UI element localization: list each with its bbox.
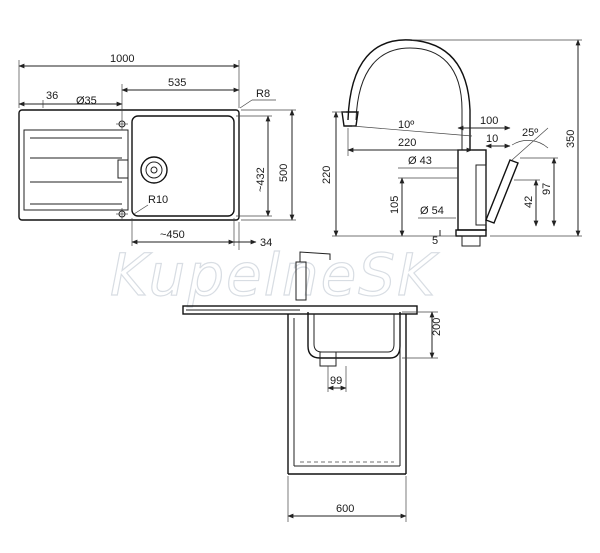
dim-34: 34 — [260, 237, 272, 249]
dim-angle-25: 25º — [522, 127, 538, 139]
sink-top-view: 1000 535 36 Ø35 R8 R10 500 ~432 ~450 — [18, 53, 296, 250]
dim-36: 36 — [46, 90, 58, 102]
faucet-small — [295, 261, 307, 301]
dim-99: 99 — [330, 375, 342, 387]
cabinet-bowl — [307, 312, 401, 359]
dim-97: 97 — [541, 183, 553, 195]
dim-100: 100 — [480, 115, 498, 127]
dim-500: 500 — [278, 164, 290, 182]
drain-pipe — [319, 351, 337, 367]
faucet-spout — [347, 39, 471, 150]
faucet-side-view: 350 220 220 10º 100 10 25º Ø 43 97 — [321, 39, 582, 247]
dim-450: ~450 — [160, 229, 185, 241]
drainboard — [23, 129, 129, 211]
drain-inner — [145, 161, 163, 179]
drain-outer — [140, 156, 168, 184]
dim-200: 200 — [431, 318, 443, 336]
dim-220-reach: 220 — [398, 137, 416, 149]
watermark-text: KupelneSK — [110, 241, 439, 309]
dim-600: 600 — [336, 503, 354, 515]
dim-432: ~432 — [255, 167, 267, 192]
dim-angle-10: 10º — [398, 119, 414, 131]
dim-diam-43: Ø 43 — [408, 155, 432, 167]
dim-diam-54: Ø 54 — [420, 205, 444, 217]
dim-10: 10 — [486, 133, 498, 145]
sink-outline — [18, 109, 240, 221]
countertop — [182, 305, 418, 315]
faucet-lever — [485, 159, 519, 224]
overflow-slot — [117, 159, 129, 179]
faucet-body — [457, 149, 487, 231]
dim-diam-35: Ø35 — [76, 95, 97, 107]
dim-R8: R8 — [256, 88, 270, 100]
sink-bowl — [131, 115, 235, 217]
dim-350: 350 — [565, 130, 577, 148]
dim-220-height: 220 — [321, 166, 333, 184]
dim-535: 535 — [168, 77, 186, 89]
faucet-base — [455, 229, 487, 237]
dim-R10: R10 — [148, 194, 168, 206]
dim-105: 105 — [389, 196, 401, 214]
dim-42: 42 — [523, 196, 535, 208]
dim-width-1000: 1000 — [110, 53, 134, 65]
dim-5: 5 — [432, 235, 438, 247]
cabinet-section-view: 200 99 600 — [182, 251, 443, 522]
